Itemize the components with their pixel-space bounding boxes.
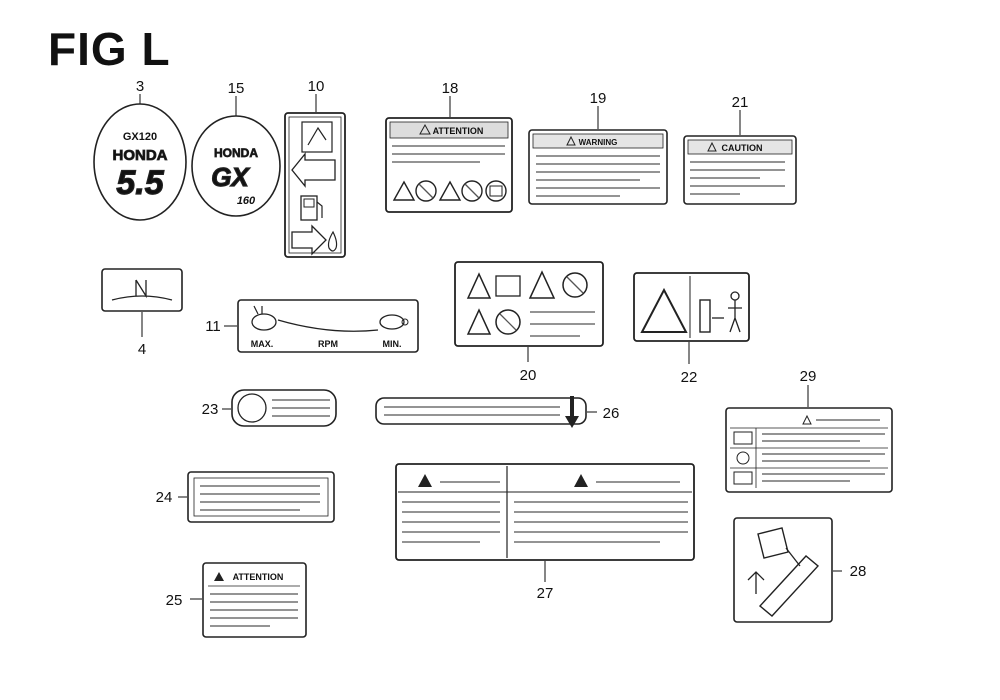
part-28-oil-label[interactable] xyxy=(733,517,833,623)
book-icon xyxy=(485,180,507,202)
engine-emblem-icon xyxy=(733,431,753,445)
part-10-fuel-decal[interactable] xyxy=(284,112,346,258)
book-icon xyxy=(495,275,521,297)
callout-labels: 3 15 10 18 19 21 4 11 20 22 23 26 29 24 … xyxy=(136,78,867,609)
no-fire-icon xyxy=(461,180,483,202)
callout-29: 29 xyxy=(800,368,817,385)
person-icon xyxy=(728,291,742,333)
part-19-warning-label[interactable]: WARNING xyxy=(528,129,668,205)
throttle-rpm-text: RPM xyxy=(318,339,338,349)
callout-25: 25 xyxy=(166,592,183,609)
part-11-throttle-label[interactable]: MAX. RPM MIN. xyxy=(237,299,419,353)
choke-icon xyxy=(307,126,327,146)
warning-triangle-icon xyxy=(466,308,492,335)
attention-heading: ATTENTION xyxy=(433,126,484,136)
warning-triangle-icon xyxy=(528,270,556,299)
callout-23: 23 xyxy=(202,401,219,418)
part-22-distance-label[interactable] xyxy=(633,272,750,342)
warning-triangle-icon xyxy=(640,287,688,333)
oil-drop-icon xyxy=(327,230,338,252)
throttle-max-text: MAX. xyxy=(251,339,274,349)
warning-triangle-icon xyxy=(418,474,432,487)
callout-4: 4 xyxy=(138,341,146,358)
emblem-gx-text: GX xyxy=(211,162,250,192)
warning-triangle-icon xyxy=(392,180,416,201)
book-icon xyxy=(733,471,753,485)
no-fire-icon xyxy=(562,272,588,298)
fuel-pump-icon xyxy=(300,195,323,221)
warning-triangle-icon xyxy=(566,135,576,146)
callout-20: 20 xyxy=(520,367,537,384)
part-15-emblem[interactable]: HONDA GX 160 xyxy=(191,115,281,217)
no-fire-icon xyxy=(415,180,437,202)
warning-triangle-icon xyxy=(466,272,492,299)
part-25-attention-label[interactable]: ATTENTION xyxy=(202,562,307,638)
callout-19: 19 xyxy=(590,90,607,107)
warning-heading: WARNING xyxy=(579,138,618,147)
no-fire-icon xyxy=(736,451,750,465)
emblem-honda-text: HONDA xyxy=(113,147,168,164)
callout-26: 26 xyxy=(603,405,620,422)
callout-24: 24 xyxy=(156,489,173,506)
callout-18: 18 xyxy=(442,80,459,97)
warning-triangle-icon xyxy=(802,414,812,425)
emblem-honda-text: HONDA xyxy=(214,146,258,160)
dipstick-icon xyxy=(758,555,820,617)
engine-emblem-icon xyxy=(237,393,267,423)
warning-triangle-icon xyxy=(574,474,588,487)
callout-21: 21 xyxy=(732,94,749,111)
callout-27: 27 xyxy=(537,585,554,602)
callout-28: 28 xyxy=(850,563,867,580)
part-26-strip-label[interactable] xyxy=(375,396,587,428)
arrow-right-icon xyxy=(291,224,327,256)
callout-22: 22 xyxy=(681,369,698,386)
down-arrow-icon xyxy=(565,396,579,428)
warning-triangle-icon xyxy=(707,141,717,152)
part-21-caution-label[interactable]: CAUTION xyxy=(683,135,797,205)
part-3-emblem[interactable]: GX120 HONDA 5.5 xyxy=(93,103,187,221)
callout-15: 15 xyxy=(228,80,245,97)
part-20-pictogram-label[interactable] xyxy=(454,261,604,347)
tortoise-icon xyxy=(379,314,409,330)
emblem-model-text: GX120 xyxy=(123,131,157,143)
warning-triangle-icon xyxy=(214,572,224,581)
part-18-attention-label[interactable]: ATTENTION xyxy=(385,117,513,213)
up-arrow-icon xyxy=(747,571,765,594)
callout-11: 11 xyxy=(205,318,221,335)
part-27-warning-label[interactable] xyxy=(395,463,695,561)
part-29-table-label[interactable] xyxy=(725,407,893,493)
attention-heading: ATTENTION xyxy=(233,572,284,582)
oil-can-icon xyxy=(757,527,789,559)
caution-heading: CAUTION xyxy=(722,143,763,153)
leader-lines xyxy=(139,94,842,600)
warning-triangle-icon xyxy=(438,180,462,201)
figure-title: FIG L xyxy=(48,23,171,75)
part-24-label[interactable] xyxy=(187,471,335,523)
callout-10: 10 xyxy=(308,78,325,95)
emblem-displacement-text: 5.5 xyxy=(116,164,164,202)
callout-3: 3 xyxy=(136,78,144,95)
no-fire-icon xyxy=(495,309,521,335)
part-23-label[interactable] xyxy=(231,389,337,427)
part-4-label[interactable] xyxy=(101,268,183,312)
throttle-min-text: MIN. xyxy=(383,339,402,349)
hare-icon xyxy=(251,305,277,331)
engine-block-icon xyxy=(699,299,711,333)
arrow-left-icon xyxy=(291,152,336,188)
emblem-gx-number-text: 160 xyxy=(237,195,256,207)
warning-triangle-icon xyxy=(419,123,431,135)
